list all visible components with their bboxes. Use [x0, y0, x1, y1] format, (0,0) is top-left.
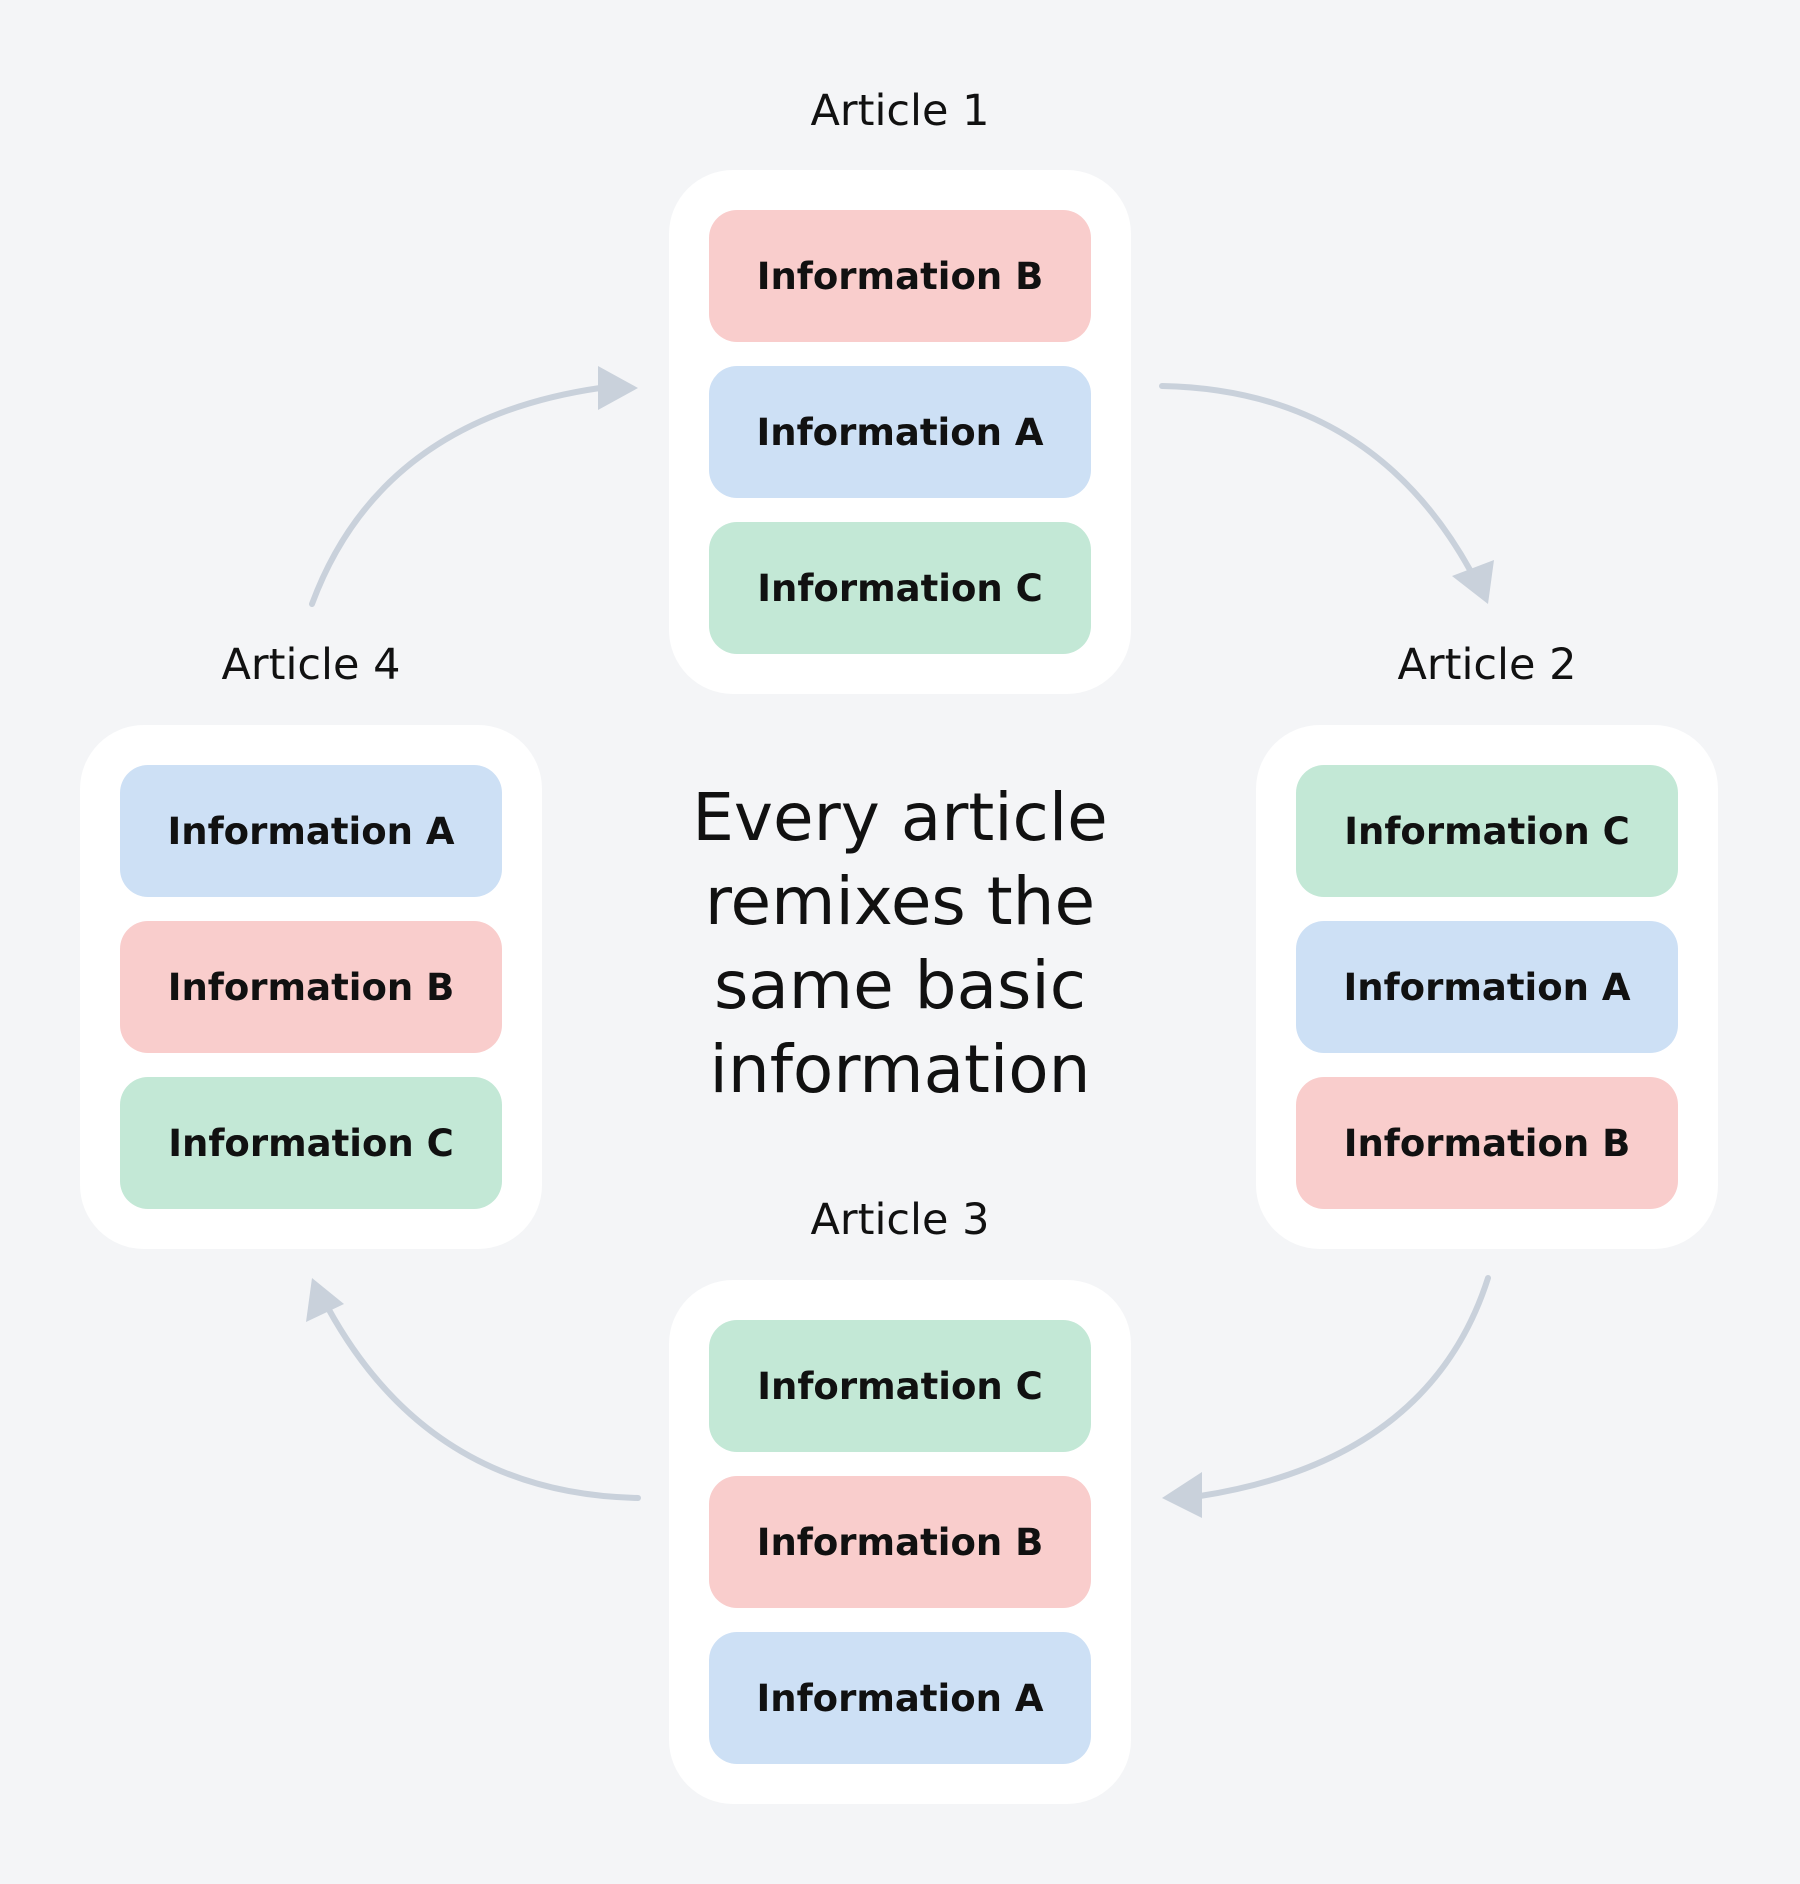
article-1-block-2: Information A — [709, 366, 1091, 498]
article-3-title: Article 3 — [810, 1195, 990, 1245]
center-caption-line-4: information — [709, 1031, 1091, 1108]
arrow-article3-to-article4 — [325, 1305, 641, 1501]
article-1-block-3: Information C — [709, 522, 1091, 654]
article-2-block-2: Information A — [1296, 921, 1678, 1053]
center-caption-line-3: same basic — [713, 947, 1087, 1024]
article-4-block-1: Information A — [120, 765, 502, 897]
article-2-title: Article 2 — [1397, 640, 1577, 690]
article-2-block-3: Information B — [1296, 1077, 1678, 1209]
arrowhead-article1 — [598, 366, 638, 410]
article-1-block-1: Information B — [709, 210, 1091, 342]
arrow-article4-to-article1 — [309, 385, 603, 607]
article-1-card: Information B Information A Information … — [669, 170, 1131, 694]
article-3-block-1: Information C — [709, 1320, 1091, 1452]
article-3-card: Information C Information B Information … — [669, 1280, 1131, 1804]
article-4-block-2: Information B — [120, 921, 502, 1053]
arrowhead-article3 — [1162, 1472, 1202, 1518]
article-4-title: Article 4 — [221, 640, 401, 690]
article-2-block-1: Information C — [1296, 765, 1678, 897]
arrowhead-article4 — [306, 1278, 344, 1322]
arrow-article2-to-article3 — [1197, 1275, 1491, 1499]
center-caption-line-1: Every article — [692, 779, 1108, 856]
center-caption-line-2: remixes the — [704, 863, 1096, 940]
article-3-block-2: Information B — [709, 1476, 1091, 1608]
arrow-article1-to-article2 — [1159, 383, 1473, 573]
article-4-block-3: Information C — [120, 1077, 502, 1209]
arrowhead-article2 — [1452, 560, 1494, 604]
article-3-block-3: Information A — [709, 1632, 1091, 1764]
article-2-card: Information C Information A Information … — [1256, 725, 1718, 1249]
article-4-card: Information A Information B Information … — [80, 725, 542, 1249]
article-1-title: Article 1 — [810, 86, 990, 136]
center-caption: Every article remixes the same basic inf… — [600, 776, 1200, 1112]
